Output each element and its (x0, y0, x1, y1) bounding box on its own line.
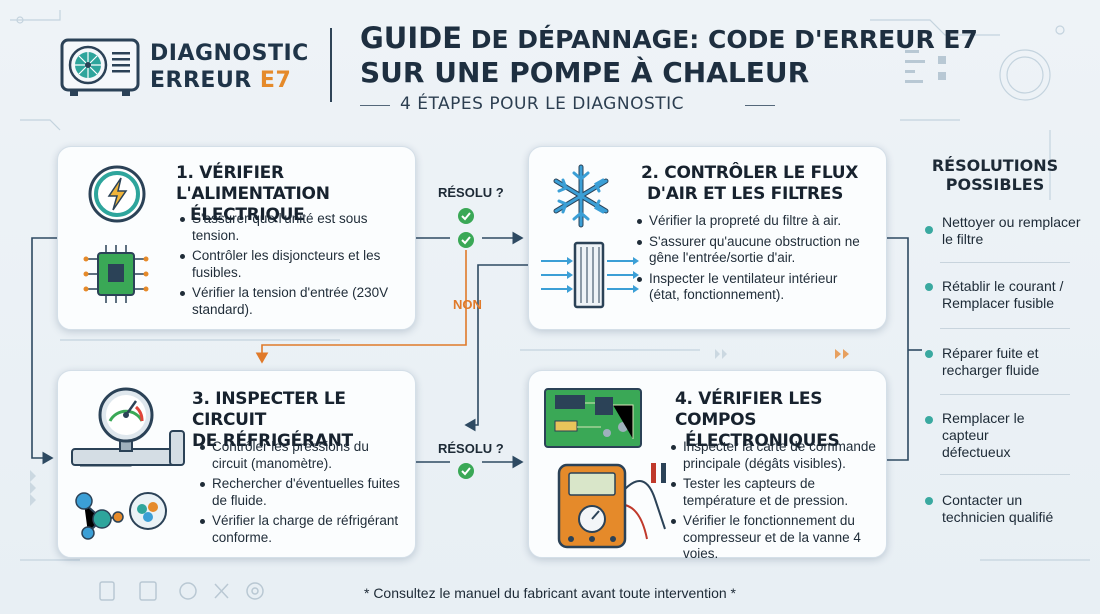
resolution-separator (940, 394, 1070, 395)
title-line-2: SUR UNE POMPE À CHALEUR (360, 56, 810, 89)
step-2-title-2: D'AIR ET LES FILTRES (647, 184, 844, 204)
subtitle-rule-right (745, 105, 775, 106)
circuit-chip-icon (83, 245, 149, 303)
step-card-2: 2. CONTRÔLER LE FLUX D'AIR ET LES FILTRE… (528, 146, 887, 330)
snowflake-icon (553, 164, 609, 228)
arrow-2-down-to-3 (477, 264, 528, 410)
check-icon (458, 208, 474, 224)
title-guide: GUIDE (360, 21, 463, 55)
resolution-dot (925, 283, 933, 291)
list-item: Vérifier la tension d'entrée (230V stand… (180, 285, 390, 318)
list-item: Rechercher d'éventuelles fuites de fluid… (200, 476, 405, 509)
molecule-icon (75, 492, 167, 540)
arrow-to-resolutions (885, 237, 909, 461)
resolution-item: Nettoyer ou remplacer le filtre (942, 214, 1081, 247)
check-icon (458, 463, 474, 479)
resolution-item: Contacter un technicien qualifié (942, 492, 1054, 525)
lightning-icon (88, 165, 146, 223)
step-1-title-2: ÉLECTRIQUE (190, 205, 305, 225)
logo-code: E7 (259, 68, 292, 93)
list-item: Inspecter le ventilateur intérieur (état… (637, 271, 867, 304)
list-item: S'assurer que l'unité est sous tension. (180, 211, 390, 244)
resolution-separator (940, 262, 1070, 263)
page-title: GUIDE DE DÉPANNAGE: CODE D'ERREUR E7 SUR… (360, 21, 978, 90)
arrow-non (255, 250, 467, 364)
resolution-item: Réparer fuite et recharger fluide (942, 345, 1040, 378)
step-3-title: 3. INSPECTER LE CIRCUIT (192, 389, 346, 430)
step-1-title: 1. VÉRIFIER L'ALIMENTATION (176, 163, 330, 204)
step-4-title: 4. VÉRIFIER LES COMPOS (675, 389, 823, 430)
arrow-left-loop (31, 237, 57, 465)
list-item: S'assurer qu'aucune obstruction ne gêne … (637, 234, 867, 267)
resolution-item: Remplacer le capteur défectueux (942, 410, 1025, 460)
resolutions-heading: RÉSOLUTIONS POSSIBLES (915, 156, 1075, 194)
step-3-title-2: DE RÉFRIGÉRANT (192, 431, 353, 451)
heat-pump-logo-icon (60, 38, 140, 96)
multimeter-icon (557, 463, 666, 549)
circuit-board-icon (544, 388, 642, 448)
step-3-bullets: Contrôler les pressions du circuit (mano… (200, 439, 405, 550)
air-filter-icon (541, 241, 639, 309)
header-divider (330, 28, 332, 102)
resolution-dot (925, 226, 933, 234)
step-1-bullets: S'assurer que l'unité est sous tension. … (180, 211, 390, 322)
step-card-1: 1. VÉRIFIER L'ALIMENTATION ÉLECTRIQUE S'… (57, 146, 416, 330)
list-item: Vérifier le fonctionnement du compresseu… (671, 513, 886, 563)
resolutions-heading-line-2: POSSIBLES (945, 175, 1045, 194)
logo-title: DIAGNOSTIC ERREUR E7 (150, 40, 309, 94)
step-2-title: 2. CONTRÔLER LE FLUX (641, 163, 859, 183)
resolution-dot (925, 497, 933, 505)
no-label: NON (453, 297, 482, 312)
pressure-gauge-icon (71, 387, 185, 467)
list-item: Inspecter la carte de commande principal… (671, 439, 886, 472)
resolved-label-top: RÉSOLU ? (438, 185, 504, 200)
resolution-separator (940, 474, 1070, 475)
list-item: Vérifier la charge de réfrigérant confor… (200, 513, 405, 546)
footnote: * Consultez le manuel du fabricant avant… (363, 585, 736, 601)
resolution-separator (940, 328, 1070, 329)
step-card-4: 4. VÉRIFIER LES COMPOS ÉLECTRONIQUES Ins… (528, 370, 887, 561)
step-4-title-2: ÉLECTRONIQUES (685, 431, 840, 451)
subtitle: 4 ÉTAPES POUR LE DIAGNOSTIC (400, 94, 685, 114)
step-card-3: 3. INSPECTER LE CIRCUIT DE RÉFRIGÉRANT C… (57, 370, 416, 558)
list-item: Contrôler les disjoncteurs et les fusibl… (180, 248, 390, 281)
logo-line-1: DIAGNOSTIC (150, 41, 309, 66)
resolution-item: Rétablir le courant / Remplacer fusible (942, 278, 1064, 311)
title-line-1: DE DÉPANNAGE: CODE D'ERREUR E7 (470, 25, 978, 54)
subtitle-rule-left (360, 105, 390, 106)
step-2-bullets: Vérifier la propreté du filtre à air. S'… (637, 213, 867, 308)
list-item: Tester les capteurs de température et de… (671, 476, 886, 509)
resolution-dot (925, 350, 933, 358)
check-icon (458, 232, 474, 248)
list-item: Vérifier la propreté du filtre à air. (637, 213, 867, 230)
list-item: Contrôler les pressions du circuit (mano… (200, 439, 405, 472)
logo-line-2: ERREUR (150, 68, 252, 93)
resolution-dot (925, 416, 933, 424)
resolutions-heading-line-1: RÉSOLUTIONS (931, 156, 1059, 175)
resolved-label-bottom: RÉSOLU ? (438, 441, 504, 456)
step-4-bullets: Inspecter la carte de commande principal… (671, 439, 886, 567)
